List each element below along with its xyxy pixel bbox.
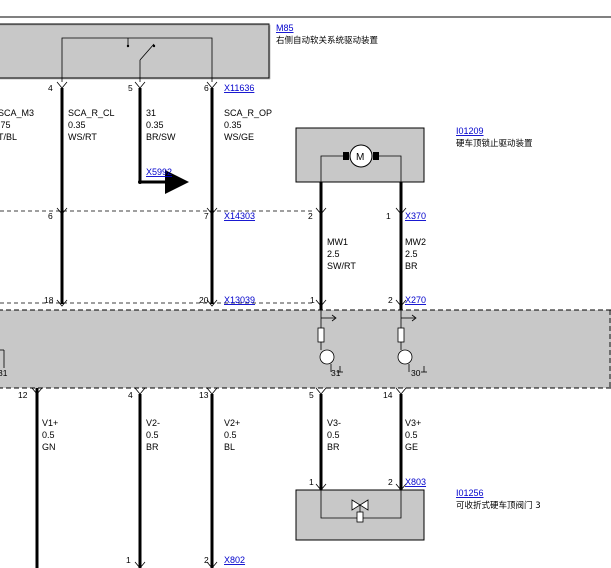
motor-circuit xyxy=(320,155,345,182)
pin-label: 6 xyxy=(204,83,209,93)
module-internal-mw1 xyxy=(317,310,343,373)
wire-label: WS/GE xyxy=(224,132,254,142)
wire-label: BR xyxy=(327,442,340,452)
wire-label: SW/RT xyxy=(327,261,356,271)
wire-label: V2- xyxy=(146,418,160,428)
pin-label: 14 xyxy=(383,390,393,400)
connector-marks-module-bottom xyxy=(31,387,407,395)
wire-label: 2.5 xyxy=(405,249,418,259)
ground-label: 31 xyxy=(331,368,341,378)
module-internal-mw2 xyxy=(397,310,427,373)
wire-label: 0.5 xyxy=(327,430,340,440)
dashed-separators xyxy=(0,210,315,304)
wire-label: SCA_R_CL xyxy=(68,108,115,118)
ground-label: 30 xyxy=(411,368,421,378)
pin-label: 1 xyxy=(310,295,315,305)
i01256-ref-link[interactable]: I01256 xyxy=(456,488,484,498)
wire-label: BR xyxy=(146,442,159,452)
motor-icon xyxy=(349,144,373,168)
pin-label: 4 xyxy=(48,83,53,93)
pin-label: 1 xyxy=(386,211,391,221)
wire-label: SCA_M3 xyxy=(0,108,34,118)
m85-name: 右侧自动软关系统驱动装置 xyxy=(276,35,379,46)
pin-label: 1 xyxy=(309,477,314,487)
x14303-link[interactable]: X14303 xyxy=(224,211,255,221)
wire-label: BR xyxy=(405,261,418,271)
wire-label: .75 xyxy=(0,120,11,130)
i01209-ref-link[interactable]: I01209 xyxy=(456,126,484,136)
pin-label: 18 xyxy=(44,295,54,305)
x13039-link[interactable]: X13039 xyxy=(224,295,255,305)
i01209-name: 硬车顶锁止驱动装置 xyxy=(456,138,533,149)
module-internal-left xyxy=(0,349,5,368)
connector-marks-m85 xyxy=(56,81,218,89)
pin-label: 2 xyxy=(388,295,393,305)
pin-label: 1 xyxy=(126,555,131,565)
pin-label: 31 xyxy=(0,368,8,378)
m85-component[interactable] xyxy=(0,23,271,82)
control-module-band[interactable] xyxy=(0,309,611,389)
wire-label: 0.35 xyxy=(68,120,86,130)
wire-label: 0.35 xyxy=(146,120,164,130)
connector-marks-x370 xyxy=(315,207,407,215)
wire-label: GN xyxy=(42,442,56,452)
svg-text:M: M xyxy=(356,152,364,163)
wire-label: GE xyxy=(405,442,418,452)
connector-marks-x13039 xyxy=(56,299,218,307)
wire-label: 0.35 xyxy=(224,120,242,130)
pin-label: 7 xyxy=(204,211,209,221)
pin-label: 13 xyxy=(199,390,209,400)
valve-icon xyxy=(351,499,369,523)
m85-ref-link[interactable]: M85 xyxy=(276,23,294,33)
pin-label: 5 xyxy=(309,390,314,400)
wire-label: BR/SW xyxy=(146,132,176,142)
pin-label: 2 xyxy=(308,211,313,221)
pin-label: 2 xyxy=(204,555,209,565)
pin-label: 4 xyxy=(128,390,133,400)
wire-label: MW2 xyxy=(405,237,426,247)
x803-link[interactable]: X803 xyxy=(405,477,426,487)
pin-label: 5 xyxy=(128,83,133,93)
i01256-name: 可收折式硬车顶阀门 3 xyxy=(456,500,541,511)
i01209-component[interactable]: M xyxy=(295,127,425,183)
wire-label: BL xyxy=(224,442,235,452)
wire-label: V2+ xyxy=(224,418,240,428)
wire-label: MW1 xyxy=(327,237,348,247)
connector-marks-x802 xyxy=(134,561,218,568)
connector-marks-x14303 xyxy=(56,207,218,215)
pin-label: 20 xyxy=(199,295,209,305)
wire-label: WS/RT xyxy=(68,132,97,142)
i01256-component[interactable] xyxy=(295,489,425,541)
wire-label: V3+ xyxy=(405,418,421,428)
wire-label: SCA_R_OP xyxy=(224,108,272,118)
connector-marks-x270 xyxy=(315,299,407,307)
wire-label: 0.5 xyxy=(146,430,159,440)
x370-link[interactable]: X370 xyxy=(405,211,426,221)
pin-label: 6 xyxy=(48,211,53,221)
x11636-link[interactable]: X11636 xyxy=(224,83,254,93)
wire-label: 0.5 xyxy=(42,430,55,440)
wire-label: 31 xyxy=(146,108,156,118)
m85-internal-circuit xyxy=(61,37,213,82)
wire-label: V1+ xyxy=(42,418,58,428)
switch-contact xyxy=(139,43,155,61)
pin-label: 2 xyxy=(388,477,393,487)
x802-link[interactable]: X802 xyxy=(224,555,245,565)
x5992-link[interactable]: X5992 xyxy=(146,167,172,177)
wire-label: 0.5 xyxy=(224,430,237,440)
wire-label: T/BL xyxy=(0,132,17,142)
wire-label: V3- xyxy=(327,418,341,428)
wire-label: 2.5 xyxy=(327,249,340,259)
pin-label: 12 xyxy=(18,390,28,400)
x270-link[interactable]: X270 xyxy=(405,295,426,305)
wire-label: 0.5 xyxy=(405,430,418,440)
